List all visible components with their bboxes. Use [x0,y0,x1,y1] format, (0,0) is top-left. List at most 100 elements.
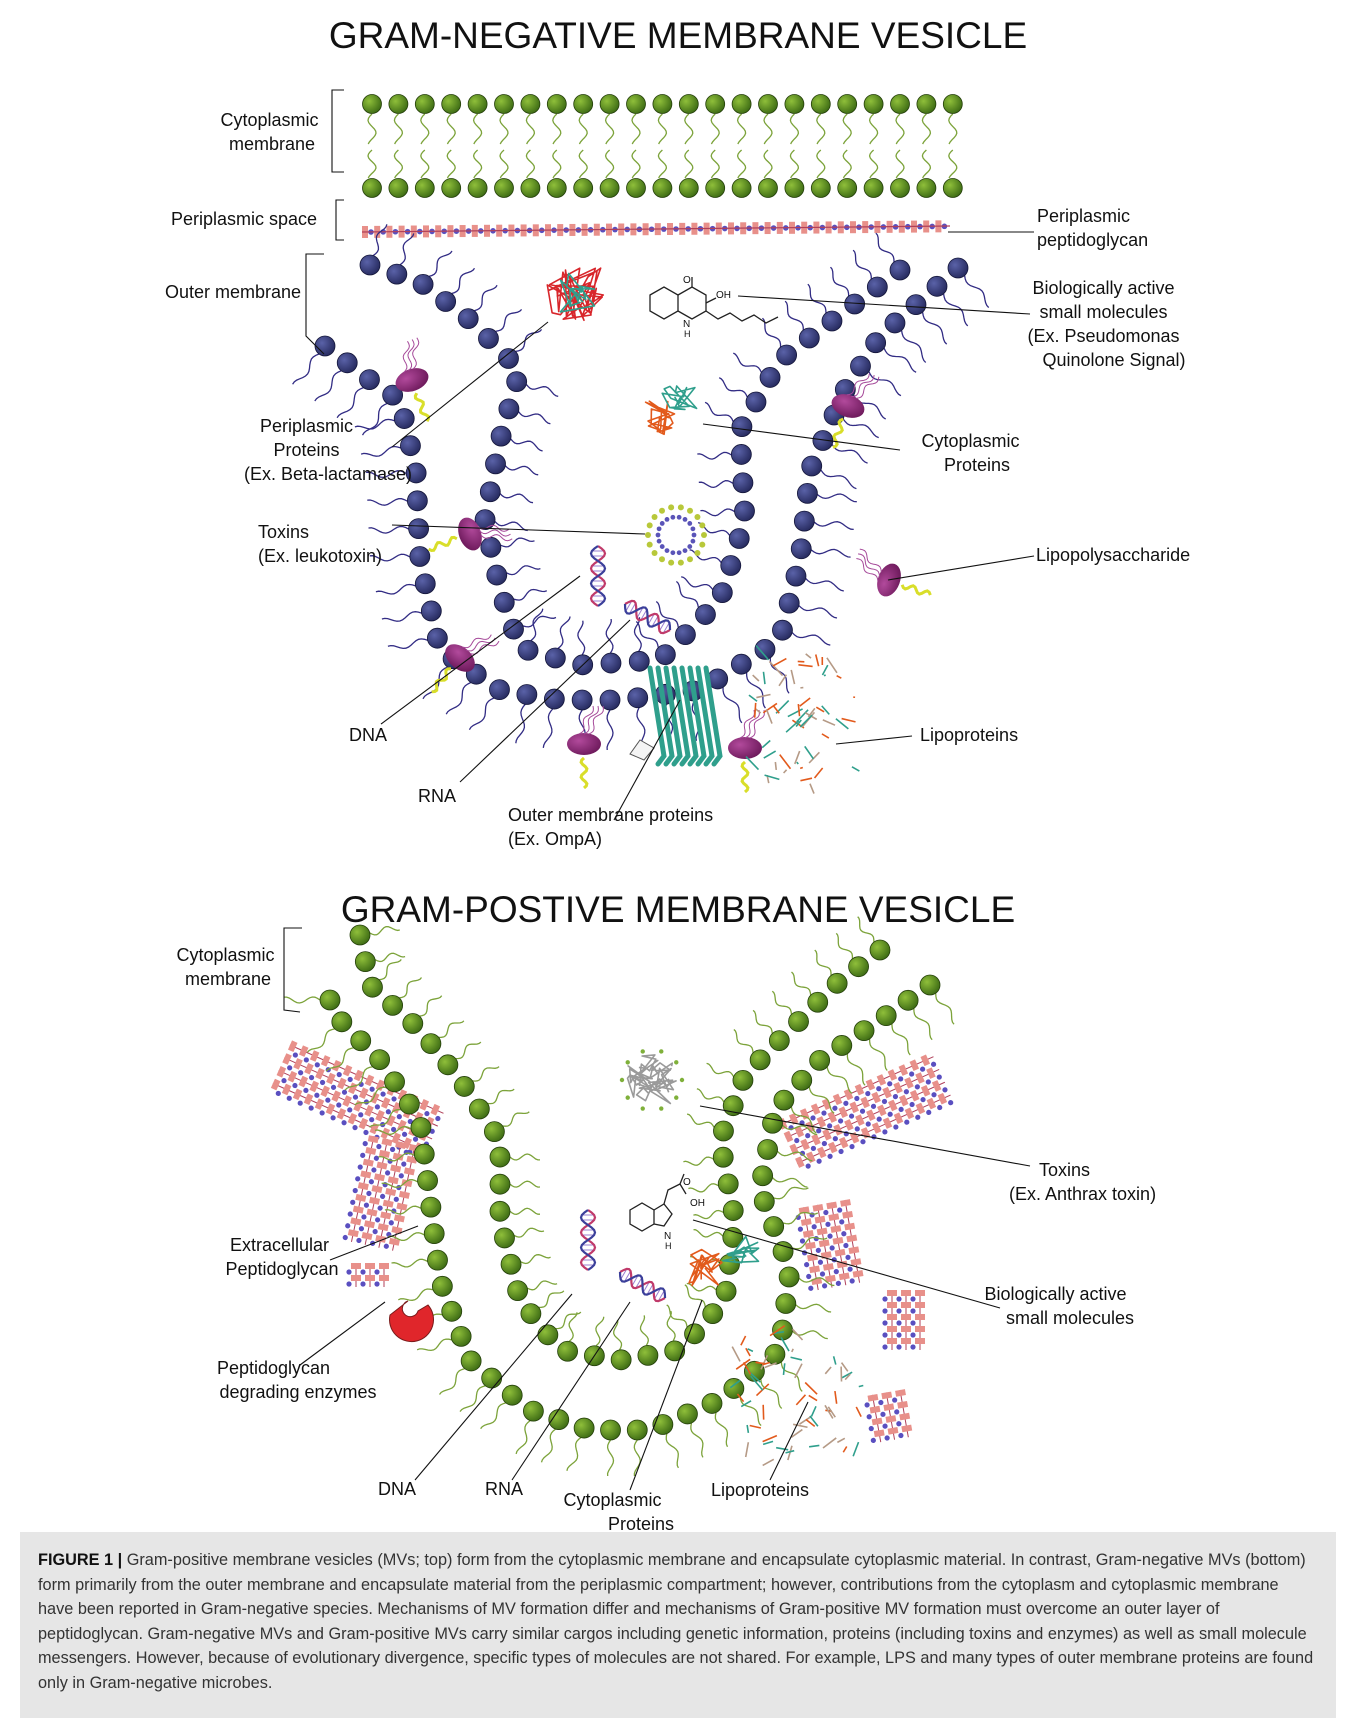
lipid-tail [526,114,534,144]
lipid-head [499,399,519,419]
lipid-head [359,370,379,390]
pg-crosslink [896,1320,901,1325]
lipid-tail [870,114,878,144]
pg-crosslink [372,1229,378,1235]
pg-crosslink [319,1079,326,1086]
lipid-tail [526,150,534,178]
gp-rna-helix [617,1266,669,1304]
leukotoxin-subunit [668,560,674,566]
lipid-head [494,1228,514,1248]
pg-crosslink [335,1102,342,1109]
pg-crosslink [377,1205,383,1211]
lipoprotein-fiber [773,659,786,666]
lipid-head [490,1147,510,1167]
lipid-tails-layer [284,114,989,1476]
lipoprotein-fiber [856,1407,861,1417]
lipid-tail [511,439,543,451]
lipoprotein-fiber [809,1395,817,1400]
lipid-head [503,619,523,639]
lipoprotein-fiber [788,709,803,717]
pg-crosslink [831,1105,838,1112]
pg-unit [817,1116,827,1128]
lipid-head [611,1350,631,1370]
pg-crosslink [319,1110,326,1117]
pg-unit [817,1147,827,1159]
pg-crosslink [841,1231,847,1237]
gp-small-molecules-label: Biologically active small molecules [984,1284,1134,1328]
lipid-tail [503,1112,530,1126]
lipid-head [706,179,725,198]
pg-unit [343,1065,353,1077]
lipoprotein-fiber [766,709,772,723]
lipid-head [337,353,357,373]
lipid-tail [723,687,742,723]
pg-unit [293,1089,303,1101]
lipid-tail [608,1440,614,1476]
pg-unit [320,1086,330,1098]
pg-unit [815,1216,826,1224]
lipid-tail [516,329,542,351]
pg-unit [348,1083,358,1095]
lipid-head [759,179,778,198]
lipid-tail [836,933,852,959]
lipid-tail [501,538,535,547]
lipid-head [495,95,514,114]
pg-unit [899,1064,909,1076]
lipid-tail [697,1089,724,1102]
pg-crosslink [896,1296,901,1301]
leukotoxin-subunit [656,533,661,538]
lipid-head [864,95,883,114]
caption-text: Gram-positive membrane vesicles (MVs; to… [38,1551,1313,1692]
lipoprotein-fiber [843,1446,846,1452]
pg-unit [915,1072,925,1084]
dna-strand [617,1266,669,1304]
lipid-head [799,328,819,348]
lipid-tail [896,114,904,144]
lipid-head [695,605,715,625]
lipoprotein-fiber [805,1382,817,1394]
pg-unit [355,1194,366,1202]
lipid-tail [523,616,556,627]
lipid-head [789,1011,809,1031]
leukotoxin-subunit [687,521,692,526]
pg-unit [895,1389,906,1397]
pg-unit [855,1114,865,1126]
leader-line [888,556,1034,580]
lipid-tail [558,617,570,649]
pg-crosslink [903,1119,910,1126]
pg-unit [849,1101,859,1113]
lipid-tail [711,114,719,144]
pg-unit [844,1119,854,1131]
gn-outer-membrane-label: Outer membrane [165,282,301,302]
lipid-head [665,1341,685,1361]
pg-unit [365,1275,375,1281]
pg-crosslink [797,1226,803,1232]
lipid-head [523,1401,543,1421]
lps-lipid-a [750,710,764,738]
lipid-tail [711,150,719,178]
pg-crosslink [352,1187,358,1193]
lps-molecule [423,505,513,567]
lipid-head [733,473,753,493]
lipid-tail [369,527,409,534]
lipid-head [489,680,509,700]
lps-lipid-a [745,710,759,738]
lps-lipid-a [589,706,603,734]
pg-unit [855,1084,865,1096]
lipid-tail [569,1312,577,1341]
lipid-tail [815,950,831,975]
pg-unit [304,1093,314,1105]
pg-crosslink [854,1125,861,1132]
lipid-head [797,483,817,503]
leukotoxin-subunit [657,539,662,544]
gn-pqs-h-atom: H [684,329,691,339]
pg-unit [833,1237,844,1245]
pg-crosslink [910,1296,915,1301]
peptidoglycan-degrading-enzyme [390,1301,434,1342]
lipid-tail [496,309,522,331]
pg-crosslink [897,1075,904,1082]
lps-o-antigen [428,536,458,552]
pg-crosslink [816,1158,823,1165]
lipid-head [735,501,755,521]
pg-crosslink [804,1132,811,1139]
